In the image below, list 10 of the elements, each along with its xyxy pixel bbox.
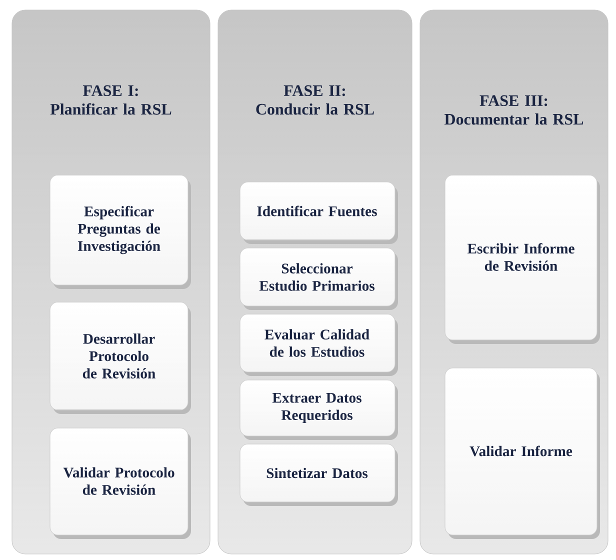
step-box: Validar Protocolo de Revisión	[50, 428, 191, 539]
step-box: Evaluar Calidad de los Estudios	[240, 314, 398, 376]
step-box: Escribir Informe de Revisión	[444, 174, 600, 344]
step-box: Especificar Preguntas de Investigación	[50, 174, 191, 289]
step-box: Sintetizar Datos	[240, 444, 398, 506]
step-box: Seleccionar Estudio Primarios	[240, 248, 398, 310]
step-box: Extraer Datos Requeridos	[240, 380, 398, 440]
step-box: Identificar Fuentes	[240, 182, 398, 244]
step-box: Validar Informe	[444, 368, 600, 539]
step-box: Desarrollar Protocolo de Revisión	[50, 302, 191, 414]
